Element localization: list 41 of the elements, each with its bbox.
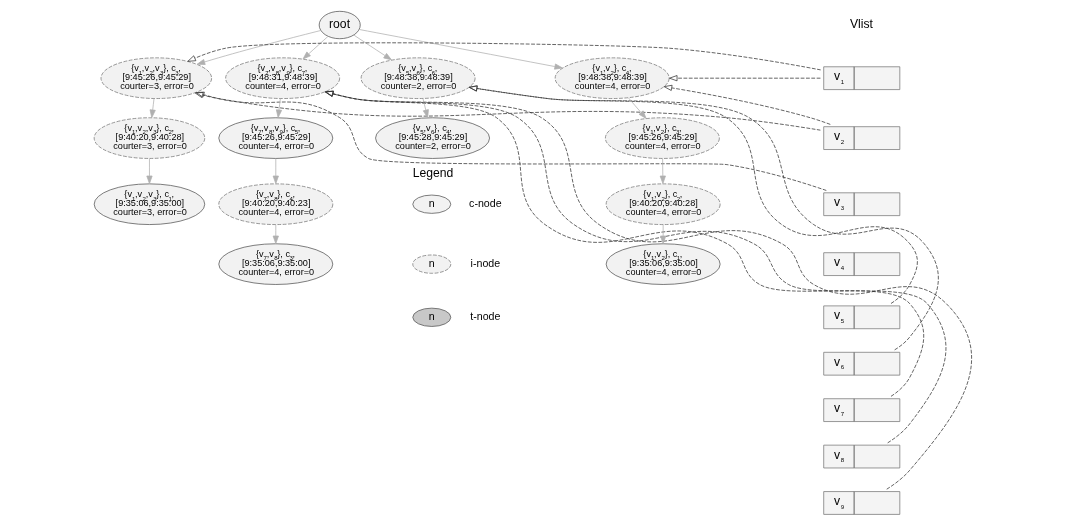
arrow (272, 158, 279, 184)
arrow (272, 224, 279, 244)
arrow (275, 98, 283, 118)
arrow (324, 90, 972, 490)
node-ellipse: {v$_{7}$,v$_{8}$,v$_{9}$}, c$_{5}$, [9:45:26,9:45:29] counter=4, error=0 (218, 117, 334, 159)
arrow (195, 91, 827, 191)
node-ellipse: {v$_{1}$,v$_{2}$,v$_{3}$}, c$_{2}$, [9:40:20,9:40:28] courter=3, error=0 (93, 117, 206, 159)
arrow (663, 84, 831, 125)
arrow (149, 98, 156, 118)
node-ellipse: {v$_{1}$,v$_{2}$,v$_{3}$}, c$_{1}$, [9:35:06,9:35:00] courter=3, error=0 (93, 183, 206, 225)
label: n (428, 197, 435, 210)
arrow (325, 90, 924, 397)
node-ellipse: {v$_{1}$,v$_{2}$}, c$_{1}$, [9:35:06,9:35:00] counter=4, error=0 (605, 243, 721, 285)
arrow (422, 98, 429, 118)
node-ellipse: {v$_{5}$,v$_{6}$}, c$_{4}$, [9:45:28,9:45:29] counter=2, error=0 (375, 117, 490, 159)
node-ellipse: {v$_{7}$,v$_{8}$}, c$_{4}$, [9:40:20,9:40:23] counter=4, error=0 (218, 183, 334, 225)
arrow (659, 158, 666, 184)
label: n (428, 310, 435, 323)
arrow (325, 90, 947, 444)
legend-label: i-node (470, 256, 501, 269)
label: Vlist (849, 16, 873, 31)
arrow (353, 34, 392, 61)
label: n (428, 256, 435, 269)
arrow (468, 85, 939, 351)
arrow (628, 97, 647, 119)
node-ellipse: {v$_{7}$,v$_{8}$}, c$_{3}$, [9:35:06,9:35:00] counter=4, error=0 (218, 243, 334, 285)
arrow (358, 29, 563, 70)
arrow (194, 92, 821, 131)
arrow (669, 75, 821, 82)
node-ellipse: {v$_{1}$,v$_{2}$}, c$_{3}$, [9:45:26,9:45:29] counter=4, error=0 (605, 117, 720, 159)
arrow (660, 224, 667, 244)
arrow (187, 42, 822, 71)
arrow (468, 85, 918, 304)
legend-label: t-node (470, 310, 501, 323)
label: Legend (412, 166, 454, 181)
arrow (146, 158, 153, 184)
legend-label: c-node (469, 197, 502, 210)
arrow (302, 36, 329, 60)
arrow (196, 30, 322, 65)
node-ellipse: root (318, 10, 361, 40)
node-ellipse: {v$_{1}$,v$_{2}$}, c$_{2}$, [9:40:20,9:40:28] counter=4, error=0 (605, 183, 721, 225)
